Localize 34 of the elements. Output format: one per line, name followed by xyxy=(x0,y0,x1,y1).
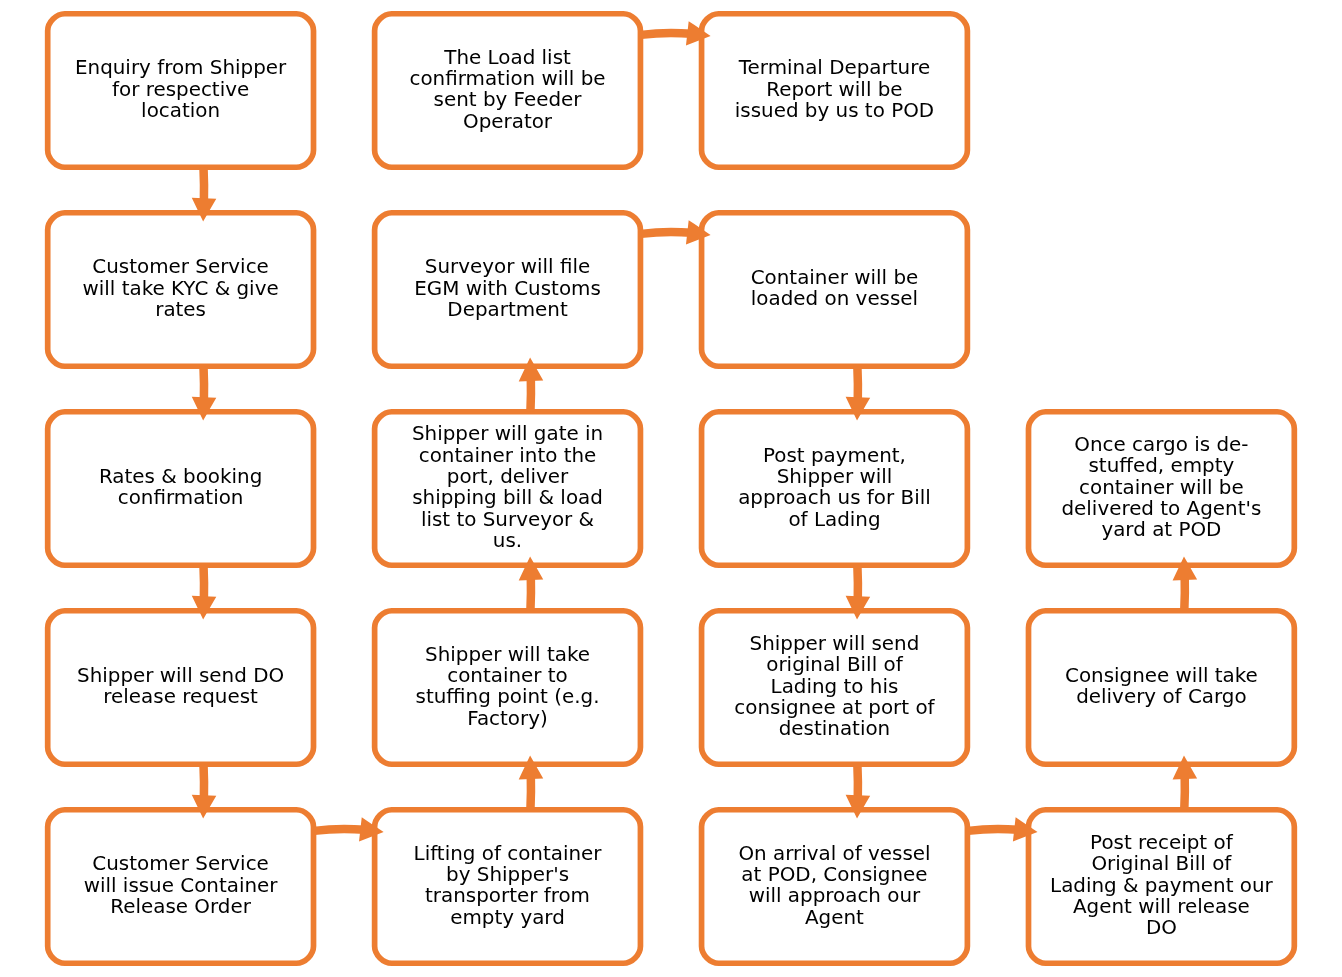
node-box: Customer Service will issue Container Release Order xyxy=(44,806,317,967)
arrow xyxy=(518,357,544,412)
arrow xyxy=(191,167,217,222)
node-box: Shipper will take container to stuffing point (e.g. Factory) xyxy=(371,607,644,768)
node-box: The Load list confirmation will be sent by Feeder Operator xyxy=(371,10,644,171)
node-box: Post receipt of Original Bill of Lading & payment our Agent will release DO xyxy=(1025,806,1298,967)
arrow xyxy=(1172,556,1198,611)
arrow xyxy=(1172,755,1198,810)
node-box: Shipper will send original Bill of Lading to his consignee at port of destination xyxy=(698,607,971,768)
arrow xyxy=(313,817,384,842)
node-box: Lifting of container by Shipper's transporter from empty yard xyxy=(371,806,644,967)
node-box: Consignee will take delivery of Cargo xyxy=(1025,607,1298,768)
node-box: Customer Service will take KYC & give rates xyxy=(44,209,317,370)
arrow xyxy=(191,764,217,819)
arrow xyxy=(191,565,217,620)
node-box: On arrival of vessel at POD, Consignee will approach our Agent xyxy=(698,806,971,967)
arrow xyxy=(845,764,871,819)
arrow xyxy=(518,755,544,810)
arrow xyxy=(191,366,217,421)
node-box: Enquiry from Shipper for respective location xyxy=(44,10,317,171)
node-box: Container will be loaded on vessel xyxy=(698,209,971,370)
arrow xyxy=(967,817,1038,842)
node-box: Shipper will gate in container into the port, deliver shipping bill & load list to Surveyor & us. xyxy=(371,408,644,569)
arrow xyxy=(640,21,711,46)
node-box: Post payment, Shipper will approach us for Bill of Lading xyxy=(698,408,971,569)
arrow xyxy=(845,565,871,620)
arrow xyxy=(845,366,871,421)
node-box: Once cargo is de-stuffed, empty container will be delivered to Agent's yard at POD xyxy=(1025,408,1298,569)
arrow xyxy=(518,556,544,611)
node-box: Surveyor will file EGM with Customs Department xyxy=(371,209,644,370)
arrow xyxy=(640,220,711,245)
node-box: Shipper will send DO release request xyxy=(44,607,317,768)
node-box: Rates & booking confirmation xyxy=(44,408,317,569)
node-box: Terminal Departure Report will be issued by us to POD xyxy=(698,10,971,171)
